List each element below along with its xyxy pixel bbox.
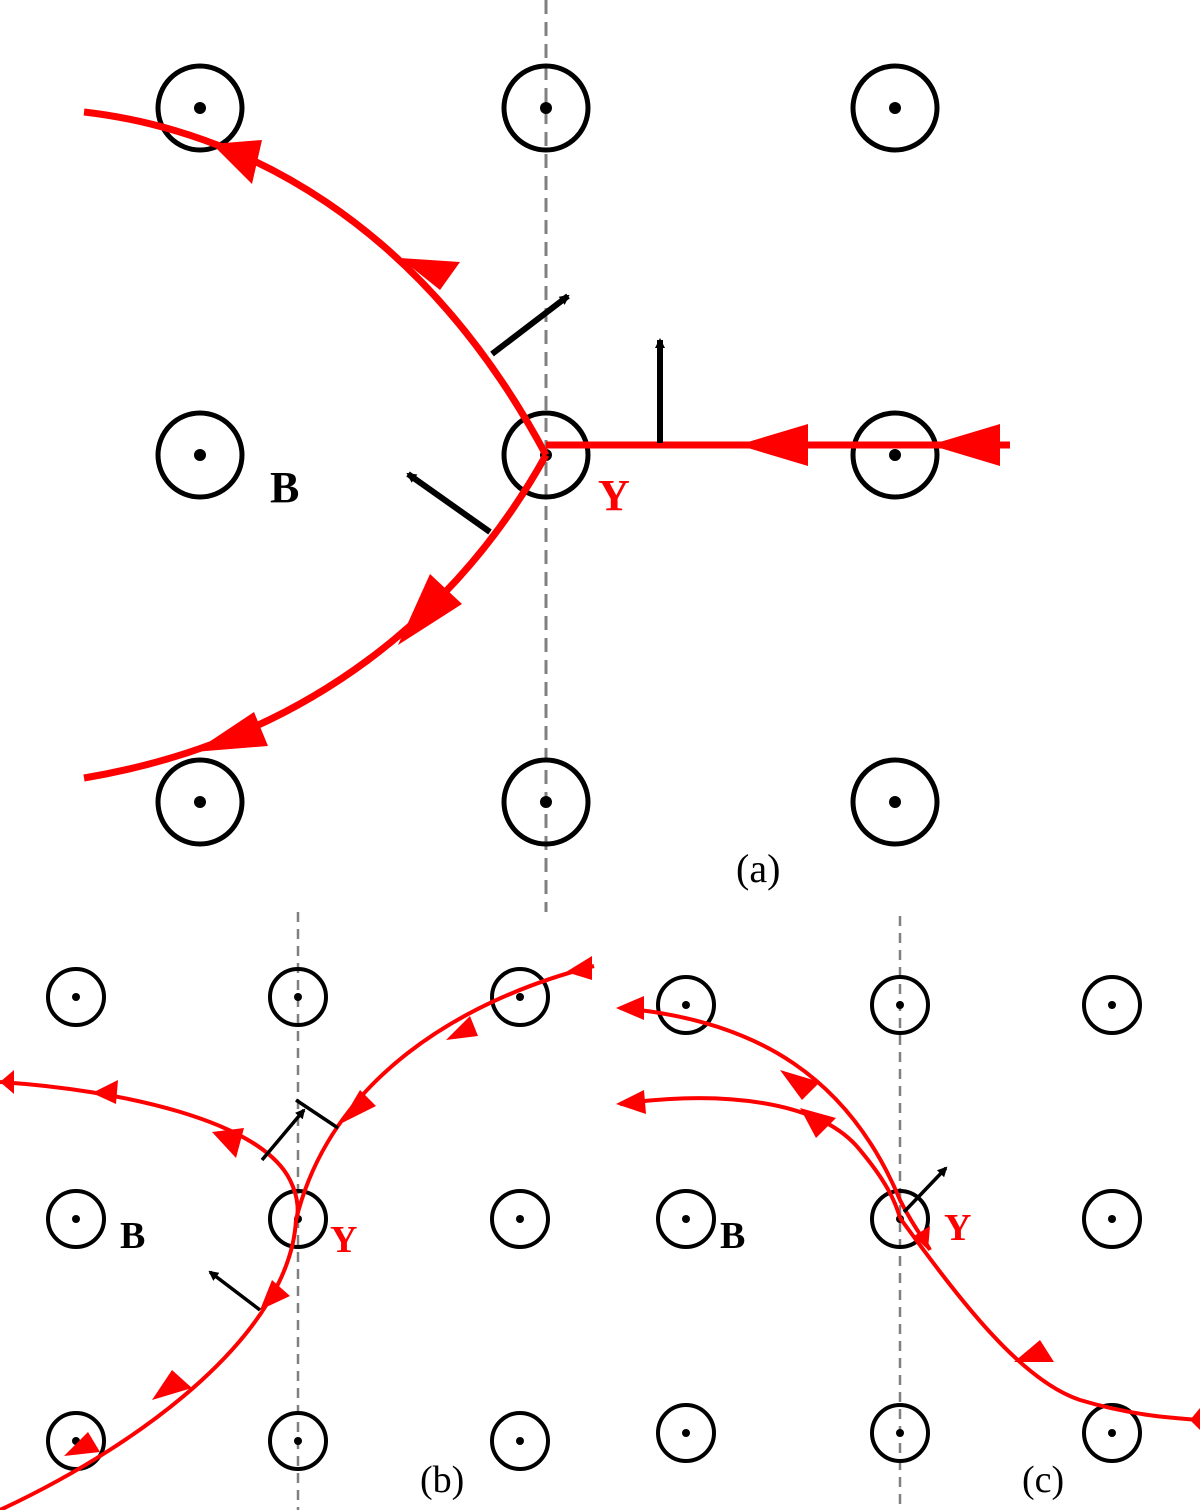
flux-line-upper: [619, 1006, 932, 1251]
vortex-icon: [501, 63, 591, 153]
flux-arrowheads-c: [616, 996, 1200, 1430]
velocity-arrow-icon: [260, 1108, 306, 1162]
caption-a: (a): [736, 846, 780, 891]
flux-lines-c: [619, 1006, 1200, 1422]
label-B-a: B: [270, 463, 299, 512]
flux-lines-b: [0, 964, 595, 1510]
vortex-icon: [490, 967, 550, 1027]
vortex-icon: [268, 1411, 328, 1471]
label-Y-b: Y: [330, 1219, 357, 1261]
velocity-arrow-icon: [490, 293, 570, 357]
vortex-icon: [656, 1189, 716, 1249]
flux-line-lower: [0, 1219, 298, 1510]
arrowhead: [1014, 1340, 1054, 1362]
velocity-arrows-a: [406, 293, 665, 535]
velocity-arrow-icon: [208, 1270, 262, 1312]
vortex-icon: [870, 975, 930, 1035]
vortex-icon: [490, 1411, 550, 1471]
label-B-b: B: [120, 1215, 145, 1257]
vortex-icon: [1082, 1403, 1142, 1463]
vortex-icon: [1082, 1189, 1142, 1249]
label-Y-c: Y: [944, 1207, 971, 1249]
arrowhead: [340, 1090, 376, 1124]
flux-line-lower: [898, 1216, 1200, 1422]
arrowhead: [400, 258, 460, 290]
velocity-arrow-icon: [295, 1098, 339, 1130]
arrowhead: [64, 1432, 100, 1456]
arrowhead: [446, 1016, 478, 1040]
vortex-icon: [850, 63, 940, 153]
velocity-arrows-b: [208, 1098, 339, 1312]
caption-b: (b): [420, 1459, 464, 1501]
caption-c: (c): [1022, 1459, 1064, 1501]
vortex-icon: [1082, 975, 1142, 1035]
arrowhead: [212, 140, 262, 184]
arrowhead: [398, 574, 462, 645]
vortex-icon: [46, 1189, 106, 1249]
arrowhead: [152, 1370, 192, 1400]
panel-b: B Y (b): [0, 912, 595, 1510]
flux-line-lower: [83, 453, 550, 782]
flux-arrowheads-a: [194, 140, 1000, 752]
arrowhead: [1190, 1408, 1200, 1430]
flux-line-inner: [619, 1096, 902, 1219]
arrowhead: [260, 1280, 290, 1310]
vortex-icon: [46, 967, 106, 1027]
velocity-arrow-icon: [902, 1166, 948, 1214]
flux-line-upper: [83, 108, 550, 457]
arrowhead: [566, 956, 592, 980]
vortex-grid-c: [656, 975, 1142, 1463]
arrowhead: [780, 1070, 820, 1100]
panel-a: B Y (a): [83, 0, 1010, 912]
arrowhead: [212, 1128, 244, 1158]
vortex-icon: [870, 1403, 930, 1463]
vortex-icon: [268, 967, 328, 1027]
arrowhead: [914, 1226, 930, 1250]
vortex-icon: [490, 1189, 550, 1249]
label-B-c: B: [720, 1215, 745, 1257]
vortex-icon: [501, 757, 591, 847]
arrowhead: [194, 712, 268, 752]
vortex-icon: [656, 1403, 716, 1463]
vortex-icon: [656, 975, 716, 1035]
vortex-icon: [850, 410, 940, 500]
vortex-icon: [155, 757, 245, 847]
flux-line-left: [0, 1080, 300, 1221]
vortex-icon: [155, 63, 245, 153]
arrowhead: [616, 996, 644, 1020]
velocity-arrow-icon: [406, 471, 492, 535]
arrowhead: [738, 424, 808, 466]
label-Y-a: Y: [598, 471, 630, 520]
flux-arrowheads-b: [0, 956, 592, 1456]
vortex-icon: [850, 757, 940, 847]
flux-line-right: [294, 964, 595, 1221]
arrowhead: [616, 1090, 646, 1114]
arrowhead: [800, 1108, 836, 1138]
vortex-grid-a: [155, 63, 940, 847]
arrowhead: [92, 1080, 118, 1104]
velocity-arrows-c: [902, 1166, 948, 1214]
panel-c: B Y (c): [616, 916, 1200, 1510]
arrowhead: [930, 424, 1000, 466]
vortex-icon: [155, 410, 245, 500]
arrowhead: [0, 1070, 14, 1094]
